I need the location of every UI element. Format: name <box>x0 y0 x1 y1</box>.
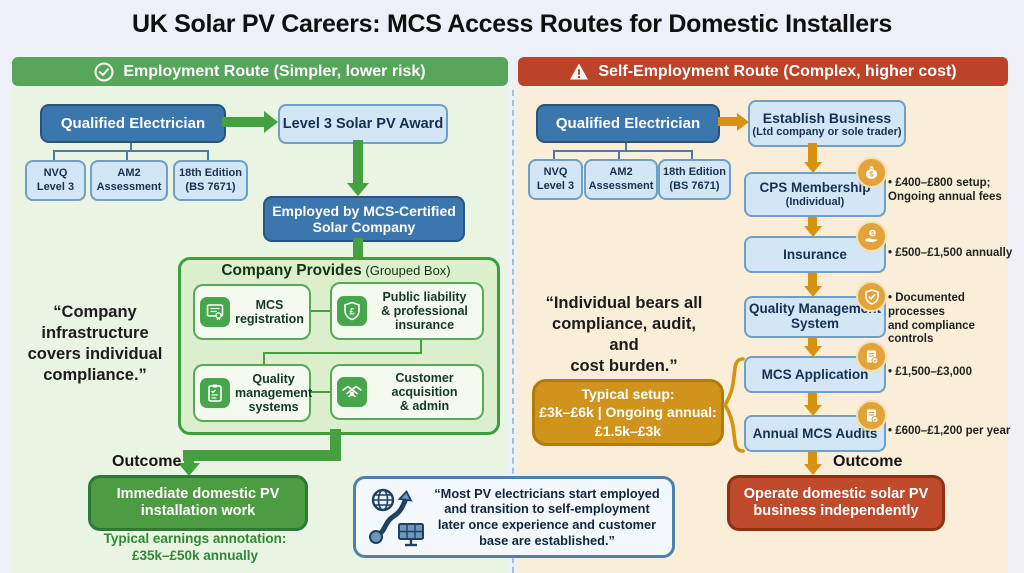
connector-line <box>625 139 627 150</box>
company-provides-title-main: Company Provides <box>221 262 362 279</box>
arrow-qualified-to-establish <box>718 117 737 126</box>
connector-line <box>553 150 693 152</box>
self-employment-quote: “Individual bears all compliance, audit,… <box>545 294 703 376</box>
insurance-cost-note: • £500–£1,500 annually <box>888 247 1013 259</box>
connector-elbow <box>263 352 265 364</box>
clipboard-check-icon <box>200 378 230 408</box>
outcome-label-right: Outcome <box>833 453 903 470</box>
quality-management-label: Quality management systems <box>235 372 313 414</box>
connector-line <box>207 150 209 161</box>
document-check-icon <box>856 400 887 431</box>
quality-management-card: Quality management systems <box>193 364 313 422</box>
cps-membership-sub: (Individual) <box>785 195 845 208</box>
audits-cost-note: • £600–£1,200 per year <box>888 425 1011 437</box>
certificate-icon <box>200 297 230 327</box>
establish-business-sub: (Ltd company or sole trader) <box>752 125 902 138</box>
earnings-annotation: Typical earnings annotation: £35k–£50k a… <box>103 531 287 563</box>
am2-assessment-box-left: AM2 Assessment <box>90 160 168 201</box>
qualified-electrician-box-left: Qualified Electrician <box>40 104 226 143</box>
arrow-level3-to-employed <box>353 140 363 183</box>
outcome-elbow-line <box>330 429 341 461</box>
svg-text:$: $ <box>869 170 874 179</box>
transition-callout-text: “Most PV electricians start employed and… <box>434 485 660 548</box>
establish-business-box: Establish Business (Ltd company or sole … <box>748 100 906 147</box>
connector-employed-to-group <box>353 238 363 258</box>
outcome-box-right: Operate domestic solar PV business indep… <box>727 475 945 531</box>
coins-hand-icon: $ <box>856 221 887 252</box>
outcome-box-left: Immediate domestic PV installation work <box>88 475 308 531</box>
connector-line <box>553 150 555 160</box>
check-circle-icon <box>94 62 114 82</box>
cost-brace <box>716 355 746 460</box>
nvq-level3-box-left: NVQ Level 3 <box>25 160 86 201</box>
panel-divider <box>512 90 514 573</box>
connector-line <box>618 150 620 160</box>
transition-callout: “Most PV electricians start employed and… <box>353 476 675 558</box>
employment-route-header: Employment Route (Simpler, lower risk) <box>12 57 508 86</box>
quality-management-system-box: Quality Management System <box>744 296 886 338</box>
customer-acquisition-card: Customer acquisition & admin <box>330 364 484 420</box>
connector-line <box>126 150 128 161</box>
employment-quote: “Company infrastructure covers individua… <box>27 303 163 385</box>
arrow-audits-to-outcome <box>808 448 817 464</box>
connector-line <box>53 150 209 152</box>
document-check-icon <box>856 341 887 372</box>
connector-elbow <box>263 352 422 354</box>
warning-triangle-icon <box>569 62 589 82</box>
public-liability-label: Public liability & professional insuranc… <box>381 290 468 332</box>
transition-globe-solar-icon <box>366 486 426 548</box>
mcs-registration-card: MCS registration <box>193 284 311 340</box>
connector-elbow <box>420 340 422 353</box>
cps-membership-title: CPS Membership <box>759 180 871 196</box>
svg-text:$: $ <box>871 231 874 237</box>
connector-line <box>53 150 55 161</box>
establish-business-title: Establish Business <box>762 109 892 126</box>
18th-edition-box-right: 18th Edition (BS 7671) <box>658 159 731 200</box>
company-provides-title-sub: (Grouped Box) <box>361 263 451 278</box>
arrow-insurance-to-qms <box>808 269 817 286</box>
arrow-cps-to-insurance <box>808 213 817 226</box>
connector-cards-bottom <box>311 391 330 393</box>
page-title: UK Solar PV Careers: MCS Access Routes f… <box>132 10 892 38</box>
am2-assessment-box-right: AM2 Assessment <box>584 159 658 200</box>
employment-route-header-label: Employment Route (Simpler, lower risk) <box>123 62 426 80</box>
outcome-elbow-line <box>183 450 341 461</box>
18th-edition-box-left: 18th Edition (BS 7671) <box>173 160 248 201</box>
money-bag-icon: $ <box>856 157 887 188</box>
arrow-qualified-to-level3 <box>222 117 264 127</box>
qualified-electrician-box-right: Qualified Electrician <box>536 104 720 143</box>
outcome-label-left: Outcome <box>112 453 182 470</box>
nvq-level3-box-right: NVQ Level 3 <box>528 159 583 200</box>
public-liability-card: £ Public liability & professional insura… <box>330 282 484 340</box>
employed-by-mcs-box: Employed by MCS-Certified Solar Company <box>263 196 465 242</box>
qms-note: • Documented processes and compliance co… <box>888 292 975 346</box>
arrow-application-to-audits <box>808 389 817 405</box>
handshake-icon <box>337 377 367 407</box>
cps-cost-note: • £400–£800 setup; Ongoing annual fees <box>888 177 1002 203</box>
typical-setup-cost-box: Typical setup: £3k–£6k | Ongoing annual:… <box>532 379 724 446</box>
customer-acquisition-label: Customer acquisition & admin <box>391 371 458 413</box>
level3-solar-pv-award-box: Level 3 Solar PV Award <box>278 104 448 144</box>
arrow-to-outcome-left <box>184 455 194 463</box>
application-cost-note: • £1,500–£3,000 <box>888 366 972 378</box>
connector-line <box>130 139 132 150</box>
arrow-establish-to-cps <box>808 143 817 162</box>
arrow-qms-to-application <box>808 334 817 346</box>
shield-pound-icon: £ <box>337 296 367 326</box>
connector-cards-top <box>311 310 330 312</box>
self-employment-route-header: Self-Employment Route (Complex, higher c… <box>518 57 1008 86</box>
company-provides-title: Company Provides (Grouped Box) <box>178 262 494 280</box>
svg-text:£: £ <box>349 306 354 316</box>
connector-line <box>691 150 693 160</box>
mcs-registration-label: MCS registration <box>235 298 304 326</box>
self-employment-route-header-label: Self-Employment Route (Complex, higher c… <box>598 62 957 80</box>
shield-check-icon <box>856 281 887 312</box>
